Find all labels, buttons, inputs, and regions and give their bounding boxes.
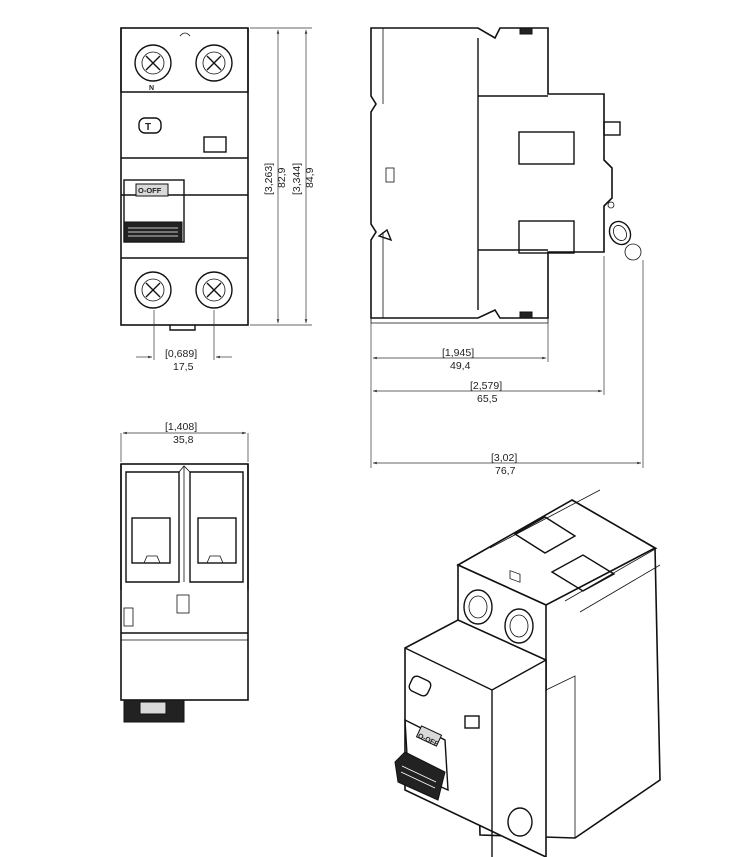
terminal-screw-icon	[134, 44, 172, 82]
dim-width-in: [1,408]	[165, 421, 197, 433]
top-view: [1,408] 35,8	[120, 421, 249, 723]
dim-side2-in: [2,579]	[470, 380, 502, 392]
neutral-marker: N	[149, 85, 154, 92]
switch-label: O-OFF	[138, 186, 162, 195]
dim-side2-mm: 65,5	[477, 393, 498, 405]
terminal-screw-icon	[134, 271, 172, 309]
front-view: N T O-OFF	[120, 27, 249, 331]
lock-ring	[608, 220, 642, 261]
terminal-screw-icon	[195, 271, 233, 309]
toggle-switch: O-OFF	[123, 179, 185, 243]
dim-side3-in: [3,02]	[491, 452, 517, 464]
front-height-dimensions: [3,263] 82,9 [3,344] 84,9	[250, 27, 316, 326]
dim-side3-mm: 76,7	[495, 465, 516, 477]
dim-width-mm: 35,8	[173, 434, 194, 446]
iso-toggle-switch: O-OFF	[394, 718, 449, 801]
side-dimensions: [1,945] 49,4 [2,579] 65,5 [3,02] 76,7	[370, 256, 644, 477]
dim-height-outer-mm: 84,9	[304, 167, 316, 188]
terminal-screw-icon	[195, 44, 233, 82]
isometric-view: N O-OFF	[394, 489, 661, 857]
test-button-label: T	[145, 122, 151, 133]
side-view	[370, 27, 642, 324]
dim-terminal-mm: 17,5	[173, 361, 194, 373]
dim-side1-in: [1,945]	[442, 347, 474, 359]
dim-terminal-in: [0,689]	[165, 348, 197, 360]
terminal-dimension: [0,689] 17,5	[136, 310, 232, 373]
dim-height-inner-in: [3,263]	[263, 163, 275, 195]
dim-height-inner-mm: 82,9	[276, 167, 288, 188]
dim-height-outer-in: [3,344]	[291, 163, 303, 195]
dim-side1-mm: 49,4	[450, 360, 471, 372]
